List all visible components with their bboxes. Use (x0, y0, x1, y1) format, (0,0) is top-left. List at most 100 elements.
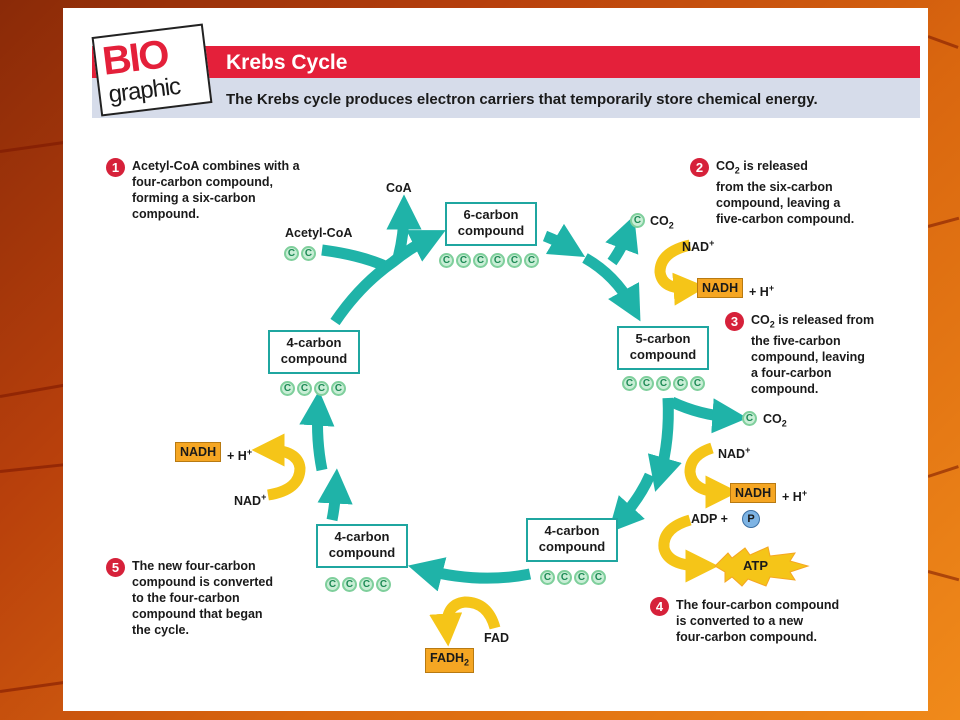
step-line-rest: is released (739, 159, 808, 173)
co2-subscript: 2 (734, 165, 740, 176)
fad-label: FAD (484, 631, 509, 645)
co2-text: CO (716, 159, 735, 173)
arrow-6c-to-5c (542, 223, 586, 258)
carbon-atom: C (591, 570, 606, 585)
step-4-text: The four-carbon compound is converted to… (676, 597, 839, 645)
arrow-4c-right-to-bottom (407, 557, 532, 592)
step-line: four-carbon compound. (676, 630, 817, 644)
arrow-fad-to-fadh2 (429, 596, 501, 647)
h-plus-label-1: + H+ (749, 280, 774, 300)
carbon-atom: C (540, 570, 555, 585)
step-number-1: 1 (106, 158, 125, 177)
co2-subscript: 2 (781, 418, 787, 429)
carbon-atom: C (331, 381, 346, 396)
atp-label: ATP (743, 558, 769, 573)
acetyl-coa-label: Acetyl-CoA (285, 226, 353, 240)
compound-box-4-carbon-bottom: 4-carbon compound (316, 524, 408, 568)
slide-panel (63, 8, 928, 711)
fadh-subscript: 2 (464, 657, 470, 668)
step-number-5: 5 (106, 558, 125, 577)
carbon-atom: C (359, 577, 374, 592)
arrow-acetyl-in (321, 244, 388, 272)
nadh-tag-1: NADH (697, 278, 744, 298)
step-line: five-carbon compound. (716, 211, 855, 226)
carbon-atom: C (284, 246, 299, 261)
arrow-to-4c-right (608, 472, 656, 534)
carbon-atom: C (376, 577, 391, 592)
carbon-atom: C (325, 577, 340, 592)
compound-line: 6-carbon (463, 207, 519, 222)
carbon-atom: C (557, 570, 572, 585)
arrow-co2-release-2 (669, 396, 748, 434)
phosphate-icon: P (742, 510, 760, 528)
compound-line: compound (538, 539, 606, 554)
step-line: compound, leaving a (716, 195, 841, 210)
step-line: forming a six-carbon (132, 191, 256, 205)
carbon-atom: C (673, 376, 688, 391)
step-number-2: 2 (690, 158, 709, 177)
step-1-text: Acetyl-CoA combines with a four-carbon c… (132, 158, 300, 222)
carbon-atom: C (524, 253, 539, 268)
step-line: from the six-carbon (716, 179, 833, 194)
step-2-text: CO2 is released from the six-carbon comp… (716, 158, 854, 227)
h-superscript: + (801, 488, 808, 498)
arrow-adp-to-atp (658, 514, 719, 583)
carbon-atom: C (574, 570, 589, 585)
co2-text: CO (650, 214, 669, 228)
step-line: is converted to a new (676, 614, 804, 628)
co2-subscript: 2 (769, 319, 775, 330)
step-line: the cycle. (132, 623, 189, 637)
step-line: the five-carbon (751, 333, 841, 348)
carbon-atom: C (507, 253, 522, 268)
compound-line: compound (629, 347, 697, 362)
compound-box-4-carbon-left: 4-carbon compound (268, 330, 360, 374)
step-5-text: The new four-carbon compound is converte… (132, 558, 273, 638)
nad-text: NAD (718, 447, 746, 462)
arrow-nad-to-nadh-1 (654, 239, 707, 306)
nad-label-2: NAD+ (718, 442, 750, 462)
carbon-atom: C (439, 253, 454, 268)
compound-box-5-carbon: 5-carbon compound (617, 326, 709, 370)
nad-superscript: + (709, 238, 715, 248)
step-line: compound, leaving (751, 349, 865, 364)
arrow-4c-to-6c (330, 230, 446, 326)
carbon-atom: C (630, 213, 645, 228)
arrow-coa-release (386, 194, 422, 260)
coa-label: CoA (386, 181, 412, 195)
arrow-bottom-to-left-up (317, 468, 353, 522)
step-line: CO2 is released (716, 158, 854, 179)
step-number-4: 4 (650, 597, 669, 616)
carbon-atom: C (690, 376, 705, 391)
arrow-5c-down (647, 397, 682, 492)
nad-text: NAD (682, 240, 710, 255)
carbon-atom: C (473, 253, 488, 268)
fadh-text: FADH (430, 651, 465, 665)
compound-box-4-carbon-right: 4-carbon compound (526, 518, 618, 562)
h-superscript: + (768, 283, 775, 293)
carbon-atom: C (490, 253, 505, 268)
page-title: Krebs Cycle (226, 51, 348, 74)
carbon-atom: C (280, 381, 295, 396)
h-text: + H (227, 449, 247, 464)
nad-label-1: NAD+ (682, 235, 714, 255)
h-text: + H (782, 490, 802, 505)
subtitle-bar (92, 78, 920, 118)
fadh2-tag: FADH2 (425, 648, 475, 673)
nadh-tag-left: NADH (175, 442, 222, 462)
carbon-atom: C (314, 381, 329, 396)
carbon-atom: C (622, 376, 637, 391)
step-line: compound. (132, 207, 200, 221)
compound-line: compound (457, 223, 525, 238)
carbon-atom: C (297, 381, 312, 396)
step-line: Acetyl-CoA combines with a (132, 159, 300, 173)
h-plus-label-2: + H+ (782, 485, 807, 505)
co2-text: CO (751, 313, 770, 327)
step-line: compound that began (132, 607, 263, 621)
nad-label-left: NAD+ (234, 489, 266, 509)
compound-line: 4-carbon (286, 335, 342, 350)
co2-label-1: CO2 (650, 213, 674, 234)
arrow-6c-to-5c-b (582, 253, 641, 322)
arrow-nad-to-nadh-left (251, 433, 306, 501)
step-line: The new four-carbon (132, 559, 256, 573)
arrow-co2-release-1 (605, 215, 639, 266)
